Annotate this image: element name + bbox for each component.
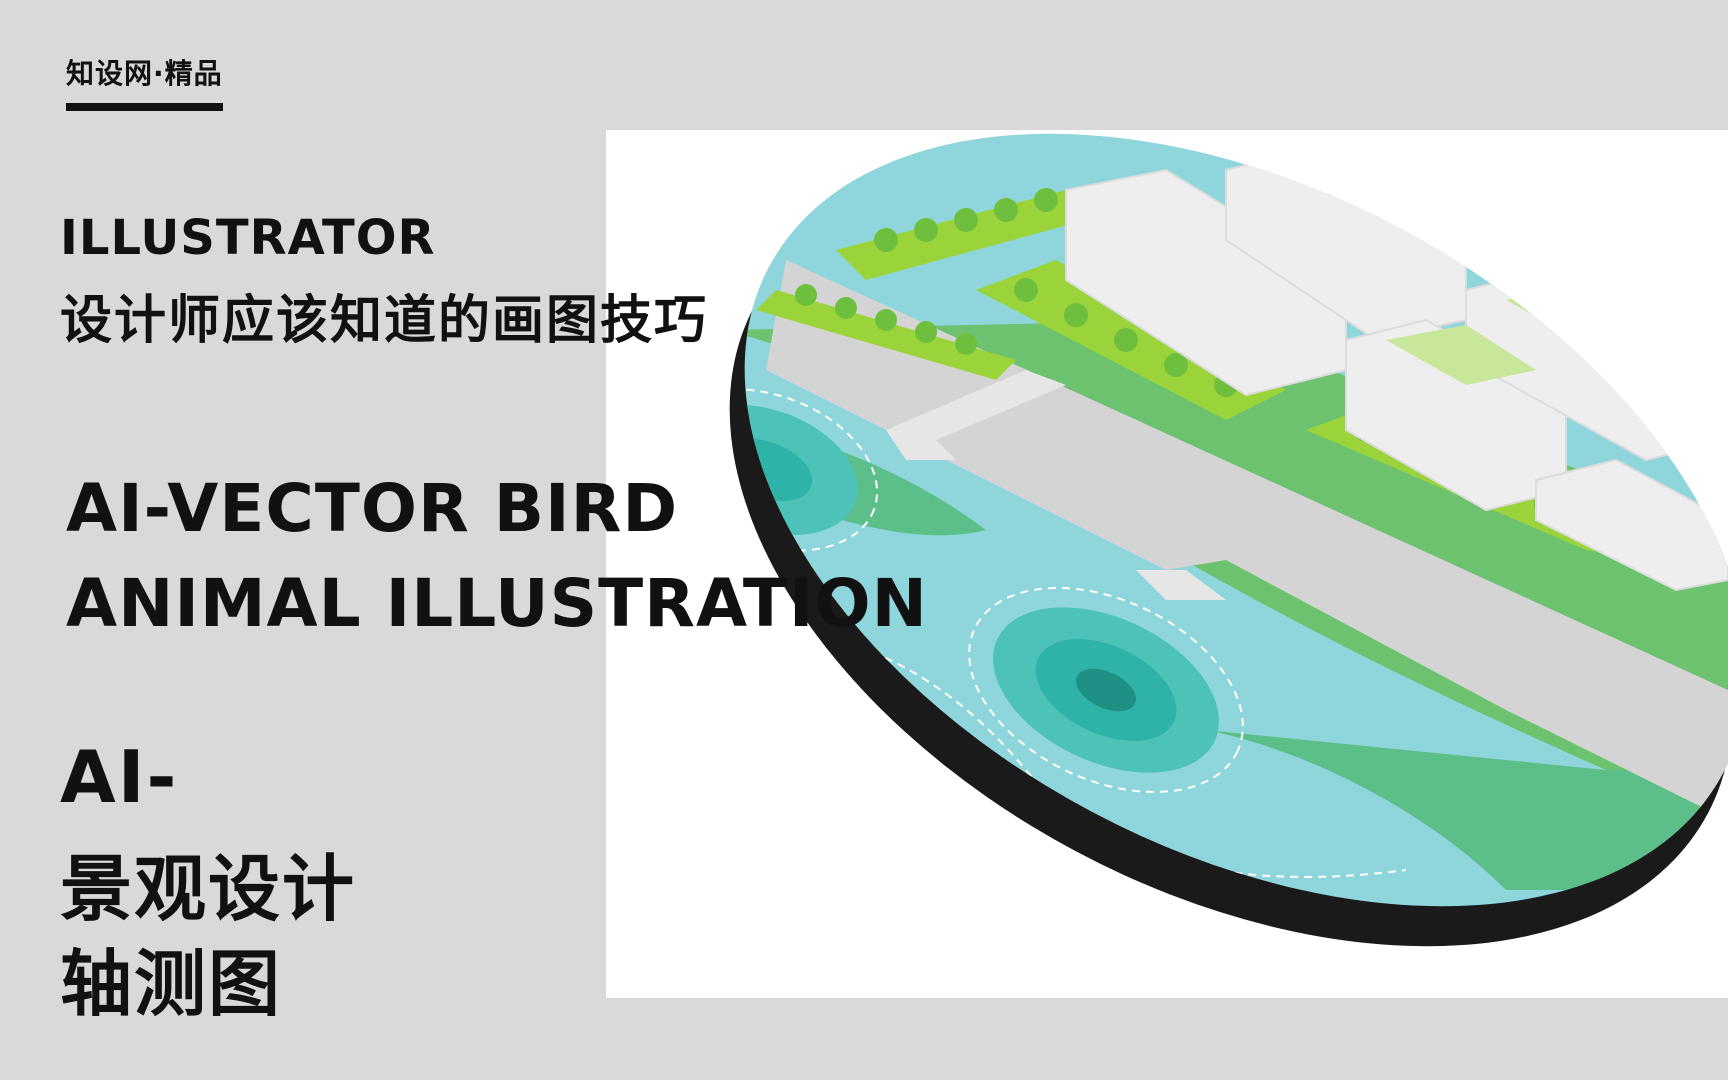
brand-underline — [66, 103, 223, 111]
pond-center — [1076, 668, 1136, 712]
planting-strip — [836, 190, 1086, 280]
headline-chinese: 设计师应该知道的画图技巧 — [60, 291, 709, 351]
grass-band — [1206, 730, 1728, 890]
contour-line — [968, 586, 1244, 794]
subtitle-line-1: AI-VECTOR BIRD — [66, 470, 679, 547]
axonometric-landscape-illustration — [606, 130, 1728, 998]
course-title-line-3: 轴测图 — [60, 942, 283, 1026]
pier — [1136, 570, 1226, 600]
headline-english: ILLUSTRATOR — [60, 210, 436, 266]
subtitle-line-2: ANIMAL ILLUSTRATION — [66, 565, 928, 642]
pier — [886, 370, 1066, 460]
brand-label: 知设网·精品 — [66, 57, 223, 90]
planting-strip — [756, 290, 1016, 380]
course-title-line-1: AI- — [60, 735, 179, 819]
course-title-line-2: 景观设计 — [60, 847, 357, 931]
